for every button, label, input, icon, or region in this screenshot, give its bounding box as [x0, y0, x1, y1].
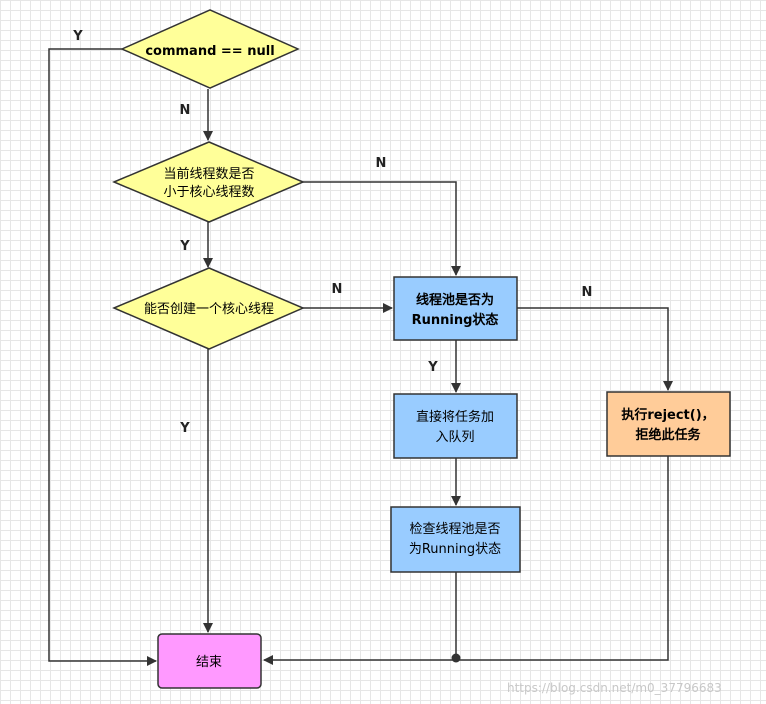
edge-label-core-count-no: N: [376, 156, 387, 171]
edge-label-create-no: N: [332, 282, 343, 297]
decision-core-count: 当前线程数是否 小于核心线程数: [112, 141, 305, 223]
decision-core-count-label-1: 当前线程数是否: [163, 166, 254, 182]
watermark-text: https://blog.csdn.net/m0_37796683: [507, 681, 722, 695]
process-recheck-label-1: 检查线程池是否: [409, 522, 500, 537]
edge-command-yes-to-end: [48, 48, 157, 666]
end-node-label: 结束: [196, 655, 222, 670]
process-is-running: 线程池是否为 Running状态: [393, 276, 518, 341]
junction-dot: [451, 653, 461, 663]
process-reject-label-1: 执行reject()，: [621, 407, 714, 423]
process-enqueue: 直接将任务加 入队列: [393, 393, 518, 459]
edge-core-count-no: [303, 181, 461, 276]
process-reject: 执行reject()， 拒绝此任务: [606, 391, 731, 457]
process-recheck-label-2: 为Running状态: [409, 542, 501, 557]
process-is-running-label-2: Running状态: [412, 312, 499, 328]
decision-command-null: command == null: [120, 9, 300, 89]
edge-label-running-yes: Y: [427, 360, 438, 375]
edge-label-command-no: N: [180, 103, 191, 118]
edge-label-running-no: N: [582, 285, 593, 300]
decision-core-count-label-2: 小于核心线程数: [163, 185, 254, 200]
process-enqueue-label-2: 入队列: [435, 430, 474, 445]
edge-label-create-yes: Y: [179, 421, 190, 436]
end-node: 结束: [157, 633, 262, 689]
decision-create-core: 能否创建一个核心线程: [112, 267, 305, 350]
process-enqueue-label-1: 直接将任务加: [416, 409, 494, 425]
edge-label-command-yes: Y: [72, 29, 83, 44]
decision-command-null-label: command == null: [145, 44, 274, 59]
process-is-running-label-1: 线程池是否为: [416, 292, 494, 308]
process-reject-label-2: 拒绝此任务: [635, 427, 701, 443]
edge-reject-to-end: [263, 456, 669, 665]
edges: [48, 48, 673, 666]
process-recheck: 检查线程池是否 为Running状态: [390, 506, 521, 573]
decision-create-core-label: 能否创建一个核心线程: [144, 302, 274, 317]
edge-running-no: [517, 307, 673, 391]
edge-label-core-count-yes: Y: [179, 239, 190, 254]
